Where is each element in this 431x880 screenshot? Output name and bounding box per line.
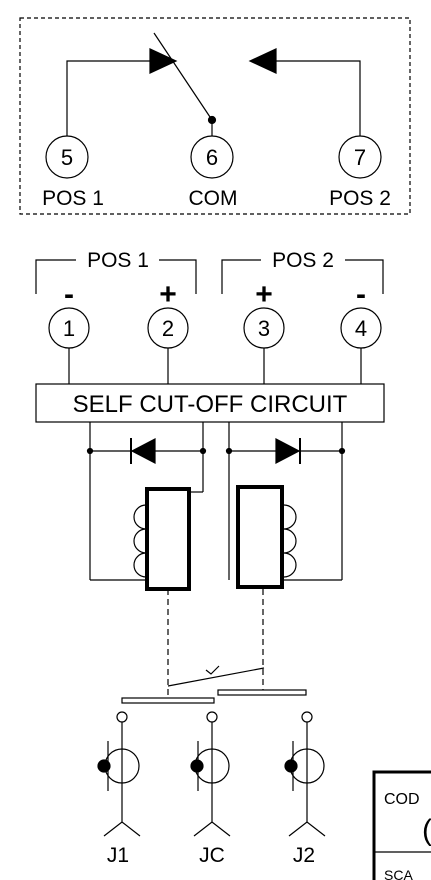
- contact-j1-pin: [97, 759, 111, 773]
- terminal-2-number: 2: [162, 316, 174, 341]
- contact-j2-prongs: [288, 821, 326, 837]
- left-coil-core: [145, 487, 191, 591]
- contact-j1-terminal: [116, 711, 128, 723]
- switch-arm: [153, 32, 213, 121]
- group-bracket-pos1-left: [35, 259, 76, 294]
- contact-jc-pin: [190, 759, 204, 773]
- self-cutoff-circuit-box: [35, 383, 385, 423]
- group-label-pos1: POS 1: [87, 249, 149, 272]
- left-diode-node-b: [199, 447, 207, 455]
- group-bracket-pos1-right: [159, 259, 197, 294]
- right-coil-core: [236, 485, 284, 589]
- group-bracket-pos2-left: [221, 259, 261, 294]
- title-block-code-label: COD: [384, 791, 420, 808]
- terminal-7-number: 7: [354, 145, 366, 170]
- terminal-7-label: POS 2: [329, 187, 391, 210]
- right-diode-node-a: [225, 447, 233, 455]
- terminal-1-number: 1: [63, 316, 75, 341]
- terminal-3-polarity: +: [255, 278, 273, 311]
- switch-panel-border: [19, 17, 411, 215]
- terminal-6: [190, 135, 234, 179]
- right-diode-triangle: [275, 438, 301, 464]
- group-bracket-pos2-right: [345, 259, 384, 294]
- terminal-4-number: 4: [355, 316, 367, 341]
- terminal-2-polarity: +: [159, 278, 177, 311]
- contact-j2-terminal: [301, 711, 313, 723]
- title-block-code-value: (: [422, 814, 431, 847]
- group-label-pos2: POS 2: [272, 249, 334, 272]
- terminal-7: [338, 135, 382, 179]
- terminal-4-polarity: -: [356, 278, 366, 311]
- contact-j1-prongs: [103, 821, 141, 837]
- terminal-3-number: 3: [258, 316, 270, 341]
- contact-jc-terminal: [206, 711, 218, 723]
- contact-jc-prongs: [193, 821, 231, 837]
- terminal-5-number: 5: [61, 145, 73, 170]
- left-coil-winding: [133, 504, 147, 578]
- terminal-6-number: 6: [206, 145, 218, 170]
- contact-bar-right: [217, 689, 307, 696]
- armature-lever: [167, 667, 265, 687]
- contact-j2-pin: [284, 759, 298, 773]
- contact-j1-label: J1: [107, 844, 129, 867]
- left-diode-triangle: [130, 438, 156, 464]
- contact-j2-label: J2: [293, 844, 315, 867]
- title-block-scale-label: SCA: [384, 867, 413, 880]
- contact-bar-left: [121, 697, 215, 704]
- title-block: [372, 770, 431, 880]
- wire-7: [276, 60, 361, 136]
- terminal-6-label: COM: [189, 187, 238, 210]
- terminal-1-polarity: -: [64, 278, 74, 311]
- contact-arrow-pos2: [248, 48, 277, 74]
- right-diode-node-b: [338, 447, 346, 455]
- contact-arrow-pos1: [149, 48, 178, 74]
- right-coil-winding: [283, 504, 297, 578]
- left-diode-node-a: [86, 447, 94, 455]
- contact-jc-label: JC: [199, 844, 225, 867]
- self-cutoff-circuit-label: SELF CUT-OFF CIRCUIT: [73, 391, 348, 418]
- wire-5: [66, 60, 150, 136]
- terminal-5-label: POS 1: [42, 187, 104, 210]
- armature-tick: [205, 665, 220, 675]
